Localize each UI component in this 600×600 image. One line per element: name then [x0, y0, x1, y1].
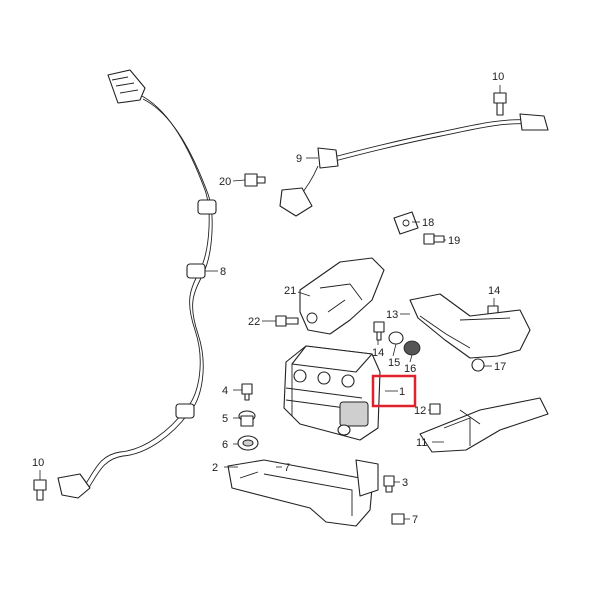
bolt-19 [423, 233, 445, 245]
bolt-20 [244, 173, 266, 187]
callout-20: 20 [219, 176, 231, 188]
bolt-22 [275, 315, 299, 327]
bolt-4 [241, 383, 253, 401]
callout-6: 6 [222, 439, 228, 451]
grommet-16 [403, 340, 421, 356]
bolt-10-lower [33, 479, 47, 501]
callout-10-lower: 10 [32, 457, 44, 469]
callout-7-lower: 7 [412, 514, 418, 526]
callout-17: 17 [494, 361, 506, 373]
callout-15: 15 [388, 357, 400, 369]
collar-5 [238, 410, 256, 427]
callout-11: 11 [416, 437, 427, 449]
callout-19: 19 [448, 235, 460, 247]
cable-clip [317, 147, 339, 169]
cable-clip [197, 199, 217, 215]
bolt-12 [429, 403, 441, 415]
callout-7-upper: 7 [284, 462, 290, 474]
callout-2: 2 [212, 462, 218, 474]
base-bracket-2 [227, 459, 373, 527]
bolt-10-upper [493, 92, 507, 116]
cover-bracket-21 [299, 257, 385, 335]
bolt-3 [383, 475, 395, 493]
lower-sensor [57, 473, 91, 499]
cable-connector [107, 69, 146, 104]
front-sensor-cable [57, 69, 217, 499]
callout-12: 12 [414, 405, 426, 417]
callout-labels: 1 2 3 4 5 6 7 7 8 9 10 10 11 12 13 14 14… [32, 71, 506, 526]
bracket-18 [393, 211, 419, 235]
callout-8: 8 [220, 266, 226, 278]
bracket-13 [409, 293, 531, 359]
callout-5: 5 [222, 413, 228, 425]
callout-14-left: 14 [372, 347, 384, 359]
rear-sensor-cable [279, 113, 549, 217]
rear-sensor [279, 187, 313, 217]
callout-10-upper: 10 [492, 71, 504, 83]
callout-3: 3 [402, 477, 408, 489]
callout-1: 1 [399, 386, 405, 398]
bolt-7-lower [391, 513, 405, 525]
highlight-box [371, 374, 417, 408]
cable-clip [175, 403, 195, 419]
base-bracket-upright [355, 459, 379, 497]
callout-22: 22 [248, 316, 260, 328]
callout-9: 9 [296, 153, 302, 165]
grommet-6 [237, 435, 259, 451]
callout-4: 4 [222, 385, 228, 397]
callout-13: 13 [386, 309, 398, 321]
grommet-15 [388, 331, 404, 345]
cable-connector [519, 113, 549, 131]
callout-21: 21 [284, 285, 296, 297]
callout-14-right: 14 [488, 285, 500, 297]
bracket-11 [419, 397, 549, 453]
abs-modulator-1 [283, 345, 381, 441]
leader-lines [39, 85, 501, 520]
collar-17 [471, 358, 485, 372]
callout-18: 18 [422, 217, 434, 229]
cable-clip [186, 263, 206, 279]
bolt-14-left [373, 321, 385, 341]
callout-16: 16 [404, 363, 416, 375]
